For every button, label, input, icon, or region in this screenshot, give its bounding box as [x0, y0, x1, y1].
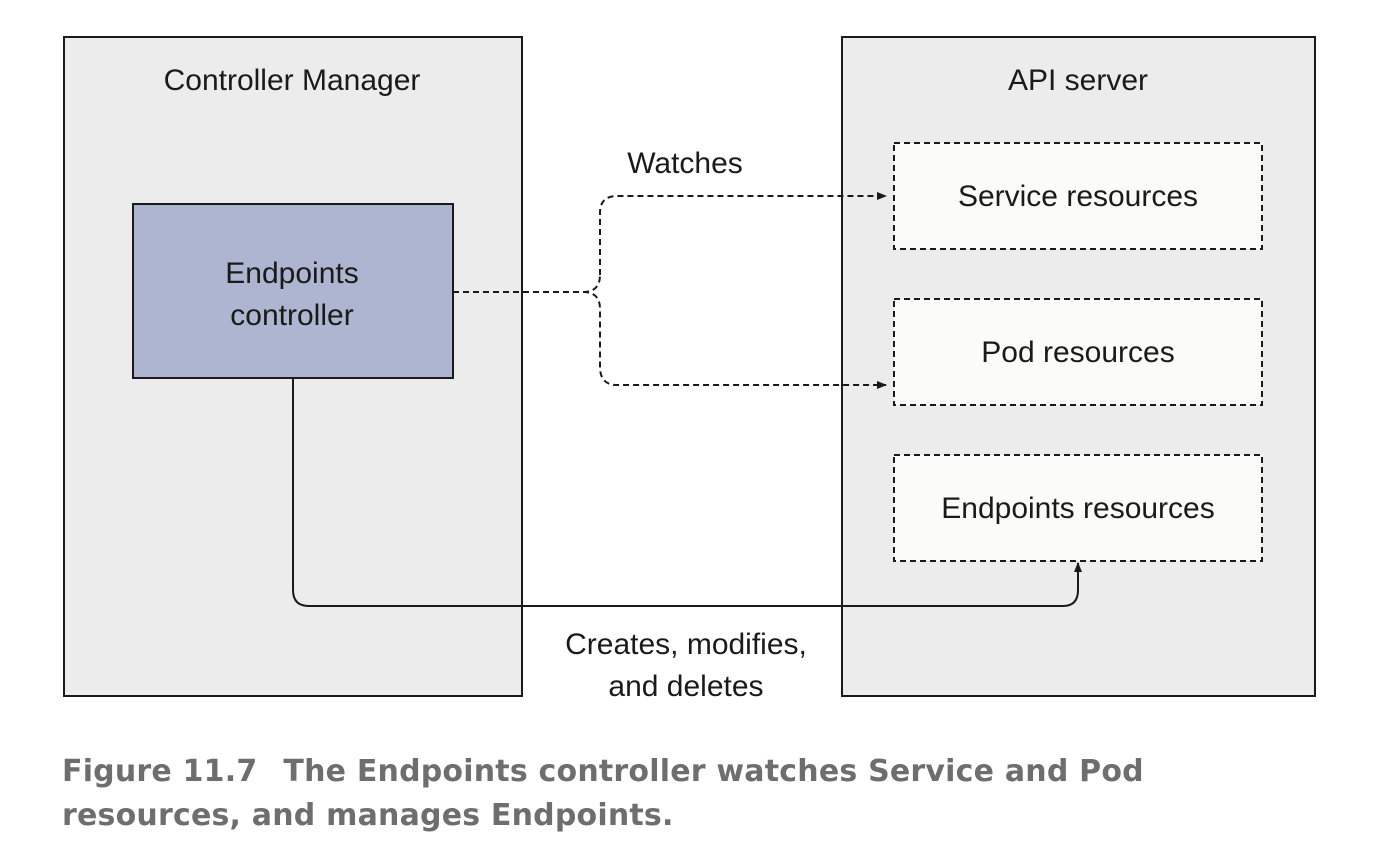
- service-resources-box: [893, 142, 1263, 250]
- watches-label: Watches: [627, 147, 743, 180]
- endpoints-resources-box: [893, 454, 1263, 562]
- diagram-canvas: Controller Manager API server Endpoints …: [63, 36, 1316, 703]
- endpoints-controller-box: [132, 203, 454, 379]
- figure-number: Figure 11.7: [62, 754, 258, 789]
- manages-label-line2: and deletes: [608, 670, 763, 703]
- watches-arrow-to-service: [599, 192, 887, 275]
- manages-label-line1: Creates, modifies,: [565, 628, 807, 661]
- endpoints-resources-label: Endpoints resources: [941, 492, 1215, 525]
- manages-endpoints-arrow: [292, 378, 1082, 607]
- endpoints-controller-label-line2: controller: [230, 299, 353, 332]
- pod-resources-label: Pod resources: [981, 336, 1174, 369]
- service-resources-label: Service resources: [958, 180, 1198, 213]
- controller-manager-title: Controller Manager: [164, 64, 421, 97]
- api-server-title: API server: [1008, 64, 1148, 97]
- pod-resources-box: [893, 298, 1263, 406]
- endpoints-controller-label-line1: Endpoints: [225, 257, 358, 290]
- figure-caption-text: The Endpoints controller watches Service…: [62, 754, 1144, 833]
- watches-arrow-to-pod: [582, 291, 887, 389]
